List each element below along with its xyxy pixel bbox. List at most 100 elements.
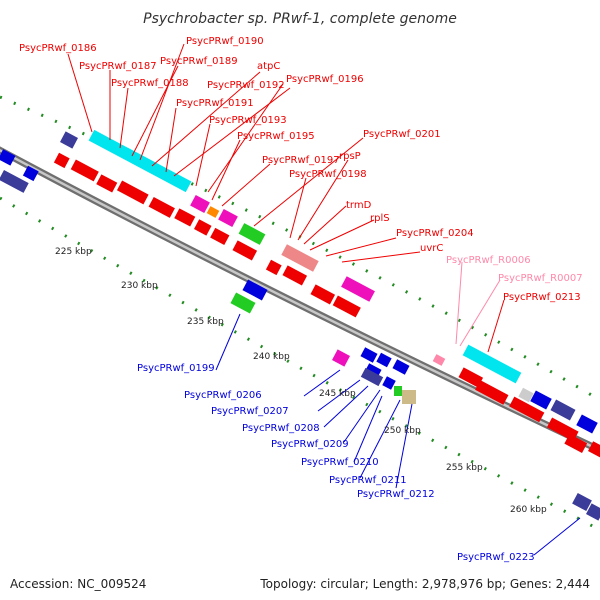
cds-rev-green xyxy=(394,386,402,396)
labels-blue: PsycPRwf_0199 PsycPRwf_0206 PsycPRwf_020… xyxy=(137,363,535,563)
cds-rev-0223b xyxy=(586,503,600,521)
tick-label-240: 240 kbp xyxy=(253,352,290,362)
cds-rev-navy xyxy=(360,367,384,387)
tick-track-inner xyxy=(0,196,600,532)
leader-lines-blue xyxy=(215,313,581,556)
gene-label-R0006: PsycPRwf_R0006 xyxy=(446,255,531,266)
gene-label-0190: PsycPRwf_0190 xyxy=(186,36,264,47)
cds-rev-magenta xyxy=(332,349,350,367)
cds-rev-left-1 xyxy=(0,149,16,166)
cds-fwd-15 xyxy=(475,380,509,405)
cds-rev-a xyxy=(360,347,378,363)
feature-blue-1 xyxy=(530,390,552,410)
cds-rev-0223a xyxy=(572,492,592,512)
cds-fwd-1 xyxy=(53,152,70,169)
gene-label-0210: PsycPRwf_0210 xyxy=(301,457,379,468)
cds-fwd-6 xyxy=(174,208,196,227)
topology-text: Topology: circular; Length: 2,978,976 bp… xyxy=(259,577,590,591)
map-title: Psychrobacter sp. PRwf-1, complete genom… xyxy=(143,11,457,27)
tick-label-255: 255 kbp xyxy=(446,463,483,473)
tick-label-250: 250 kbp xyxy=(384,426,421,436)
feature-cyan-block xyxy=(88,129,192,193)
feature-blue-2 xyxy=(576,414,598,434)
labels-pink: PsycPRwf_R0006 PsycPRwf_R0007 xyxy=(446,255,583,284)
feature-green-1 xyxy=(238,223,266,245)
cds-rev-b xyxy=(376,352,392,368)
gene-label-0212: PsycPRwf_0212 xyxy=(357,489,435,500)
cds-fwd-8 xyxy=(210,227,230,246)
gene-label-0192: PsycPRwf_0192 xyxy=(207,80,285,91)
gene-label-0195: PsycPRwf_0195 xyxy=(237,131,315,142)
leader-lines-pink xyxy=(455,261,501,347)
gene-label-0189: PsycPRwf_0189 xyxy=(160,56,238,67)
feature-salmon xyxy=(281,244,319,272)
feature-orange xyxy=(206,206,220,218)
cds-rev-left-2 xyxy=(0,170,29,193)
cds-rev-0199b xyxy=(230,292,256,314)
outer-features xyxy=(60,129,598,434)
feature-magenta-3 xyxy=(341,276,375,302)
tick-label-245: 245 kbp xyxy=(319,389,356,399)
gene-label-0207: PsycPRwf_0207 xyxy=(211,406,289,417)
gene-label-trmD: trmD xyxy=(346,200,372,211)
cds-fwd-10 xyxy=(265,259,282,276)
gene-label-0196: PsycPRwf_0196 xyxy=(286,74,364,85)
gene-label-0193: PsycPRwf_0193 xyxy=(209,115,287,126)
gene-label-0201: PsycPRwf_0201 xyxy=(363,129,441,140)
forward-cds xyxy=(53,152,600,458)
feature-gray xyxy=(518,387,534,403)
gene-label-0188: PsycPRwf_0188 xyxy=(111,78,189,89)
feature-navy-1 xyxy=(60,131,78,149)
tick-labels: 225 kbp 230 kbp 235 kbp 240 kbp 245 kbp … xyxy=(55,247,547,515)
gene-label-0211: PsycPRwf_0211 xyxy=(329,475,407,486)
gene-label-rplS: rplS xyxy=(370,213,390,224)
feature-magenta-2 xyxy=(218,208,238,228)
gene-label-0186: PsycPRwf_0186 xyxy=(19,43,97,54)
cds-rev-c xyxy=(392,359,410,375)
gene-label-atpC: atpC xyxy=(257,61,280,72)
cds-fwd-12 xyxy=(310,284,336,305)
cds-fwd-19 xyxy=(588,441,600,458)
gene-label-0187: PsycPRwf_0187 xyxy=(79,61,157,72)
gene-label-0199: PsycPRwf_0199 xyxy=(137,363,215,374)
cds-rev-0199a xyxy=(242,279,268,301)
tick-label-230: 230 kbp xyxy=(121,281,158,291)
feature-pink-rna xyxy=(432,354,446,366)
cds-fwd-13 xyxy=(332,295,361,318)
gene-label-0209: PsycPRwf_0209 xyxy=(271,439,349,450)
cds-fwd-4 xyxy=(116,180,149,205)
feature-cyan-2 xyxy=(462,344,522,384)
cds-fwd-5 xyxy=(148,196,175,218)
gene-label-0206: PsycPRwf_0206 xyxy=(184,390,262,401)
cds-rev-left-3 xyxy=(22,165,39,182)
gene-label-0191: PsycPRwf_0191 xyxy=(176,98,254,109)
cds-fwd-16 xyxy=(509,396,545,423)
cds-fwd-18 xyxy=(564,433,588,453)
gene-label-0223: PsycPRwf_0223 xyxy=(457,552,535,563)
gene-label-rpsP: rpsP xyxy=(339,151,361,162)
tick-label-260: 260 kbp xyxy=(510,505,547,515)
tick-label-225: 225 kbp xyxy=(55,247,92,257)
gene-label-0197: PsycPRwf_0197 xyxy=(262,155,340,166)
feature-navy-2 xyxy=(550,399,576,421)
accession-text: Accession: NC_009524 xyxy=(10,577,146,591)
cds-fwd-2 xyxy=(70,159,99,182)
feature-magenta-1 xyxy=(190,194,210,214)
gene-label-R0007: PsycPRwf_R0007 xyxy=(498,273,583,284)
gene-label-0204: PsycPRwf_0204 xyxy=(396,228,474,239)
cds-fwd-9 xyxy=(232,240,258,261)
cds-rev-e xyxy=(382,376,396,390)
gene-label-0208: PsycPRwf_0208 xyxy=(242,423,320,434)
gene-label-uvrC: uvrC xyxy=(420,243,443,254)
cds-fwd-3 xyxy=(96,174,118,193)
gene-label-0213: PsycPRwf_0213 xyxy=(503,292,581,303)
genome-backbone xyxy=(0,146,600,455)
cds-fwd-11 xyxy=(282,265,308,286)
cds-rev-tan xyxy=(402,390,416,404)
tick-label-235: 235 kbp xyxy=(187,317,224,327)
cds-fwd-7 xyxy=(194,219,212,236)
gene-label-0198: PsycPRwf_0198 xyxy=(289,169,367,180)
cds-fwd-14 xyxy=(458,367,484,388)
